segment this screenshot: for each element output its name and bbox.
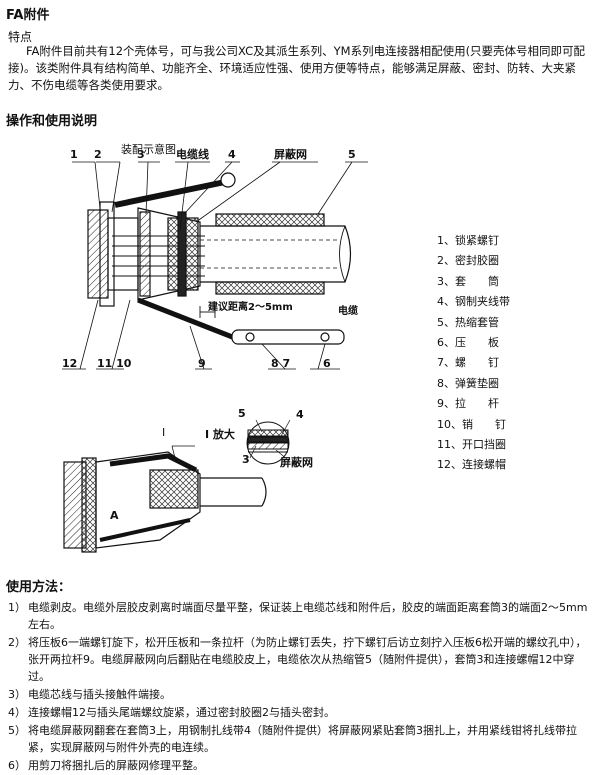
detail-thread [81, 457, 97, 553]
nut-outer [99, 201, 115, 307]
detail-label-4: 4 [296, 408, 304, 421]
callout-3: 3 [137, 148, 145, 161]
features-paragraph: FA附件目前共有12个壳体号，可与我公司XC及其派生系列、YM系列电连接器相配使… [8, 43, 593, 94]
plate-screw [245, 332, 255, 342]
main-assembly [87, 172, 352, 345]
cable-label: 电缆 [338, 304, 358, 317]
usage-step: 2）将压板6一端螺钉旋下，松开压板和一条拉杆（为防止螺钉丢失，拧下螺钉后访立刻拧… [8, 634, 593, 685]
legend-item: 3、套 筒 [437, 274, 499, 288]
legend-item: 2、密封胶圈 [437, 254, 499, 268]
insert-body [107, 217, 139, 291]
callout-9: 9 [198, 357, 206, 370]
legend-item: 1、锁紧螺钉 [437, 234, 499, 247]
clamp-band [177, 211, 187, 297]
usage-step: 4）连接螺帽12与插头尾端螺纹旋紧，通过密封胶圈2与插头密封。 [8, 704, 593, 721]
page-title: FA附件 [6, 8, 50, 23]
heat-shrink-top [215, 213, 325, 227]
legend-item: 5、热缩套管 [437, 315, 499, 329]
callout-6: 6 [323, 357, 331, 370]
section-marker: A [110, 509, 119, 522]
usage-steps: 1）电缆剥皮。电缆外层胶皮剥离时端面尽量平整，保证装上电缆芯线和附件后，胶皮的端… [8, 599, 593, 775]
step-text: 用剪刀将捆扎后的屏蔽网修理平整。 [28, 759, 204, 772]
heat-shrink-bottom [215, 281, 325, 295]
features-text: FA附件目前共有12个壳体号，可与我公司XC及其派生系列、YM系列电连接器相配使… [8, 44, 586, 92]
parts-legend: 1、锁紧螺钉 2、密封胶圈 3、套 筒 4、钢制夹线带 5、热缩套管 6、压 板… [437, 231, 510, 476]
detail-assembly [63, 445, 267, 553]
legend-item: 7、螺 钉 [437, 356, 499, 370]
legend-item: 6、压 板 [437, 336, 499, 350]
connecting-nut [87, 209, 109, 299]
detail-label-5: 5 [238, 407, 246, 420]
step-number: 6） [8, 759, 26, 772]
usage-step: 3）电缆芯线与插头接触件端接。 [8, 686, 593, 703]
usage-step: 6）用剪刀将捆扎后的屏蔽网修理平整。 [8, 757, 593, 774]
callout-shield-mesh: 屏蔽网 [274, 147, 307, 161]
features-heading: 特点 [8, 30, 33, 44]
distance-label: 建议距离2～5mm [207, 300, 293, 313]
callout-4: 4 [228, 148, 236, 161]
callout-2: 2 [94, 148, 102, 161]
legend-item: 11、开口挡圈 [437, 438, 506, 452]
legend-item: 12、连接螺帽 [437, 458, 506, 472]
callout-8-7: 8 7 [271, 357, 290, 370]
step-text: 将电缆屏蔽网翻套在套筒3上，用钢制扎线带4（随附件提供）将屏蔽网紧贴套筒3捆扎上… [28, 724, 577, 754]
callout-1: 1 [70, 148, 78, 161]
step-text: 将压板6一端螺钉旋下，松开压板和一条拉杆（为防止螺钉丢失，拧下螺钉后访立刻拧入压… [28, 636, 587, 683]
sleeve-wall [139, 211, 151, 297]
plate-screw-2 [320, 332, 330, 342]
usage-step: 5）将电缆屏蔽网翻套在套筒3上，用钢制扎线带4（随附件提供）将屏蔽网紧贴套筒3捆… [8, 722, 593, 756]
callout-11-10: 11 10 [97, 357, 132, 370]
detail-braid [149, 469, 199, 509]
legend-item: 9、拉 杆 [437, 397, 499, 411]
magnified-detail [246, 419, 291, 465]
step-number: 5） [8, 724, 26, 737]
legend-item: 4、钢制夹线带 [437, 295, 510, 309]
detail-label-3: 3 [242, 453, 250, 466]
callout-5: 5 [348, 148, 356, 161]
pull-rod-top [114, 179, 226, 208]
operation-heading: 操作和使用说明 [6, 114, 98, 129]
detail-title: I 放大 [205, 427, 235, 441]
magnifier-circle [246, 421, 290, 465]
detail-marker: I [162, 426, 165, 439]
legend-item: 10、销 钉 [437, 417, 506, 431]
callout-12: 12 [62, 357, 77, 370]
usage-step: 1）电缆剥皮。电缆外层胶皮剥离时端面尽量平整，保证装上电缆芯线和附件后，胶皮的端… [8, 599, 593, 633]
callout-cable-wire: 电缆线 [176, 147, 209, 161]
top-leaders [72, 161, 368, 231]
step-number: 3） [8, 688, 26, 701]
detail-label-shield: 屏蔽网 [280, 455, 313, 469]
step-text: 连接螺帽12与插头尾端螺纹旋紧，通过密封胶圈2与插头密封。 [28, 706, 335, 719]
pull-rod-bottom [137, 297, 241, 343]
step-text: 电缆芯线与插头接触件端接。 [28, 688, 171, 701]
pressing-plate [231, 329, 345, 345]
detail-sleeve [95, 451, 201, 549]
rod-end-top [220, 172, 236, 188]
bottom-leaders [62, 299, 340, 370]
cable-jacket [200, 225, 352, 283]
step-number: 4） [8, 706, 26, 719]
legend-item: 8、弹簧垫圈 [437, 376, 499, 390]
usage-heading: 使用方法： [6, 580, 72, 595]
assembly-caption: 装配示意图 [121, 143, 176, 156]
step-text: 电缆剥皮。电缆外层胶皮剥离时端面尽量平整，保证装上电缆芯线和附件后，胶皮的端面距… [28, 601, 588, 631]
step-number: 1） [8, 601, 26, 614]
detail-rod [99, 518, 191, 542]
step-number: 2） [8, 636, 26, 649]
